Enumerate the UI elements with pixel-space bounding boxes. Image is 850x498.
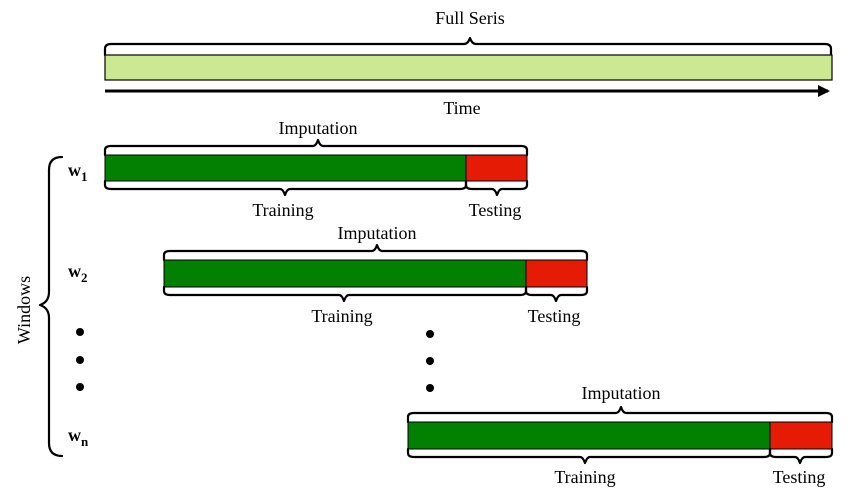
training-label: Training — [252, 200, 313, 220]
window-label: w2 — [68, 261, 88, 285]
full-series-bar — [104, 54, 833, 81]
imputation-brace — [406, 405, 834, 424]
testing-segment — [525, 259, 588, 288]
imputation-label: Imputation — [582, 383, 661, 403]
training-label: Training — [554, 467, 615, 487]
full-series-brace — [103, 36, 833, 57]
testing-label: Testing — [528, 306, 581, 326]
training-brace — [103, 179, 468, 197]
imputation-label: Imputation — [338, 223, 417, 243]
ellipsis-left — [76, 328, 84, 391]
imputation-brace — [103, 138, 529, 157]
training-brace — [406, 447, 772, 465]
training-segment — [104, 154, 467, 182]
window-w2: w2 Imputation Training Testing — [68, 223, 589, 326]
window-label: w1 — [68, 160, 88, 184]
window-w1: w1 Imputation Training Testing — [68, 118, 529, 220]
training-segment — [407, 421, 771, 450]
testing-label: Testing — [469, 200, 522, 220]
imputation-label: Imputation — [279, 118, 358, 138]
testing-brace — [524, 285, 589, 303]
full-series-label: Full Seris — [435, 8, 505, 28]
windows-brace — [38, 155, 64, 458]
ellipsis-middle — [426, 330, 434, 392]
training-brace — [162, 285, 528, 303]
time-axis-label: Time — [443, 98, 480, 118]
window-wn: wn Imputation Training Testing — [68, 383, 834, 487]
window-label: wn — [68, 425, 89, 449]
testing-label: Testing — [773, 467, 826, 487]
testing-segment — [465, 154, 528, 182]
testing-segment — [769, 421, 833, 450]
testing-brace — [464, 179, 529, 197]
training-segment — [163, 259, 527, 288]
windows-label: Windows — [14, 276, 34, 344]
testing-brace — [768, 447, 834, 465]
training-label: Training — [311, 306, 372, 326]
imputation-brace — [162, 243, 589, 262]
